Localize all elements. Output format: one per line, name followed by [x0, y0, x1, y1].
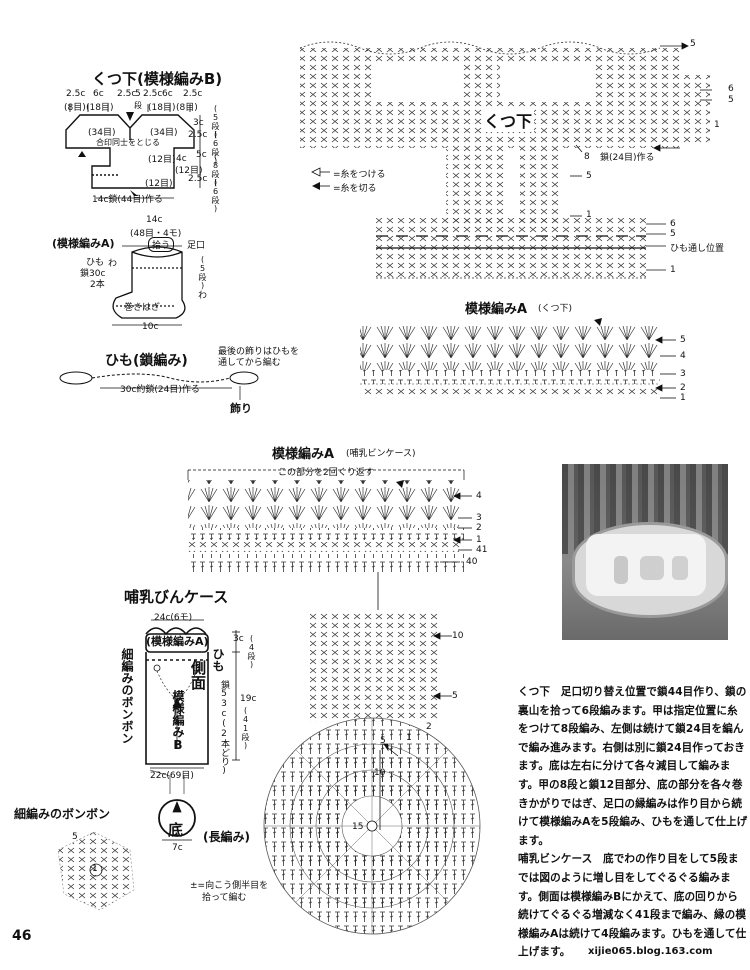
himo-chain-label: 30c約鎖(24目)作る	[120, 385, 200, 395]
note-line-2: 拾って編む	[202, 893, 247, 903]
himo-heading: ひも(鎖編み)	[105, 353, 188, 369]
pas-row-2: 2	[680, 383, 686, 393]
bc-row-15-inner: 15	[352, 822, 364, 832]
pab-row-1: 1	[476, 535, 482, 545]
bc-row-10-inner: 10	[374, 768, 386, 778]
legend-attach: =糸をつける	[333, 170, 386, 180]
bottle-side-pattern: 模様編みB	[171, 690, 185, 752]
bottle-dim-41dan: (41段)	[241, 706, 250, 750]
assembly-wa: わ	[198, 291, 208, 301]
pas-row-3: 3	[680, 369, 686, 379]
pas-row-4: 4	[680, 351, 686, 361]
pab-row-40: 40	[466, 557, 478, 567]
sock-row-5a: 5	[690, 39, 696, 49]
sock-row-1c: 1	[670, 265, 676, 275]
socks-heading: くつ下(模様編みB)	[92, 70, 223, 88]
socks-4c: 4c	[176, 154, 187, 164]
bottle-long-label: (長編み)	[203, 830, 250, 844]
bottle-dim-7c: 7c	[172, 843, 183, 853]
assembly-wa2: わ	[108, 259, 118, 269]
pompon-num-5: 5	[72, 832, 78, 842]
himo-deco-label: 飾り	[230, 402, 252, 415]
sock-row-6a: 6	[728, 84, 734, 94]
socks-12-top: (12目)	[148, 155, 176, 165]
bottle-top-width: 24c(6モ)	[154, 613, 193, 623]
pas-row-5: 5	[680, 335, 686, 345]
sock-row-1b: 1	[586, 210, 592, 220]
pattern-a-bottle-repeat: この部分を2回くり返す	[276, 465, 376, 478]
sock-chart-title: くつ下	[482, 108, 535, 132]
bottle-dim-3c: 3c	[233, 634, 244, 644]
instructions-bottle: 哺乳ビンケース 底でわの作り目をして5段までは図のように増し目をしてぐるぐる編み…	[518, 853, 747, 959]
socks-12-bottom: (12目)	[145, 179, 173, 189]
pattern-a-bottle-sub: (哺乳ビンケース)	[346, 449, 416, 459]
socks-34-left: (34目)	[88, 128, 116, 138]
bottle-dim-4dan: (4段)	[247, 634, 256, 669]
pattern-a-label: (模様編みA)	[52, 237, 115, 250]
himo-note-2: 通してから編む	[218, 358, 281, 368]
pompon-num-1: 1	[92, 864, 98, 874]
bottle-dim-19c: 19c	[240, 694, 257, 704]
page-number: 46	[12, 928, 32, 944]
legend-cut: =糸を切る	[333, 184, 377, 194]
bc-row-1: 1	[406, 733, 412, 743]
bc-row-5-inner: 5	[380, 736, 386, 746]
bottle-pompon-label: 細編みのボンボン	[120, 648, 134, 744]
sock-row-6b: 6	[670, 219, 676, 229]
pab-row-2: 2	[476, 523, 482, 533]
assembly-maki: 巻きはぎ	[124, 303, 161, 313]
pab-row-41: 41	[476, 545, 488, 555]
pompon-heading: 細編みのボンボン	[14, 807, 111, 821]
sock-chain-label: 鎖(24目)作る	[600, 153, 655, 163]
socks-12-right: (12目)	[175, 166, 203, 176]
pas-row-1: 1	[680, 393, 686, 403]
socks-join-label: 合印同士をとじる	[96, 138, 160, 147]
pab-row-3: 3	[476, 513, 482, 523]
pab-row-4: 4	[476, 491, 482, 501]
bottle-bottom-label: 底	[168, 821, 184, 839]
product-photo	[562, 464, 728, 640]
bottle-side-label: 側面	[189, 660, 207, 690]
pattern-a-bottle-heading: 模様編みA	[272, 447, 335, 462]
sock-marker-8: 8	[584, 152, 590, 162]
himo-note-1: 最後の飾りはひもを	[218, 347, 300, 357]
sock-row-5c: 5	[586, 171, 592, 181]
assembly-chain: 鎖30c	[80, 269, 106, 279]
sock-row-5d: 5	[670, 229, 676, 239]
bottle-bottom-width: 22c(69目)	[150, 771, 194, 781]
bc-row-10: 10	[452, 631, 464, 641]
assembly-width: 14c	[146, 215, 163, 225]
pattern-a-sock-sub: (くつ下)	[538, 304, 573, 314]
socks-34-right: (34目)	[150, 128, 178, 138]
bottle-chain-label: 鎖53c(2本どり)	[219, 680, 229, 776]
instructions-socks: くつ下 足口切り替え位置で鎖44目作り、鎖の裏山を拾って6段編みます。甲は指定位…	[518, 686, 748, 847]
sock-row-5b: 5	[728, 95, 734, 105]
assembly-5dan: (5段)	[198, 255, 207, 290]
sock-himo-pos: ひも通し位置	[670, 244, 725, 254]
bc-row-2: 2	[426, 722, 432, 732]
pattern-a-sock-heading: 模様編みA	[465, 302, 528, 317]
socks-bottom-label: 14c鎖(44目)作る	[92, 195, 163, 205]
assembly-10c: 10c	[142, 322, 159, 332]
sock-row-1a: 1	[714, 120, 720, 130]
bottle-pattern-label: (模様編みA)	[146, 635, 209, 648]
watermark: xijie065.blog.163.com	[588, 946, 713, 957]
assembly-two: 2本	[90, 280, 105, 290]
bc-row-5: 5	[452, 691, 458, 701]
note-line-1: ±=向こう側半目を	[190, 881, 269, 891]
bottle-heading: 哺乳びんケース	[124, 588, 229, 606]
bottle-himo-label: ひも	[211, 648, 225, 672]
assembly-width2: (48目・4モ)	[130, 229, 182, 239]
footmouth-label: 足口	[187, 241, 206, 251]
instructions: くつ下 足口切り替え位置で鎖44目作り、鎖の裏山を拾って6段編みます。甲は指定位…	[518, 683, 748, 962]
assembly-himo: ひも	[86, 258, 105, 268]
